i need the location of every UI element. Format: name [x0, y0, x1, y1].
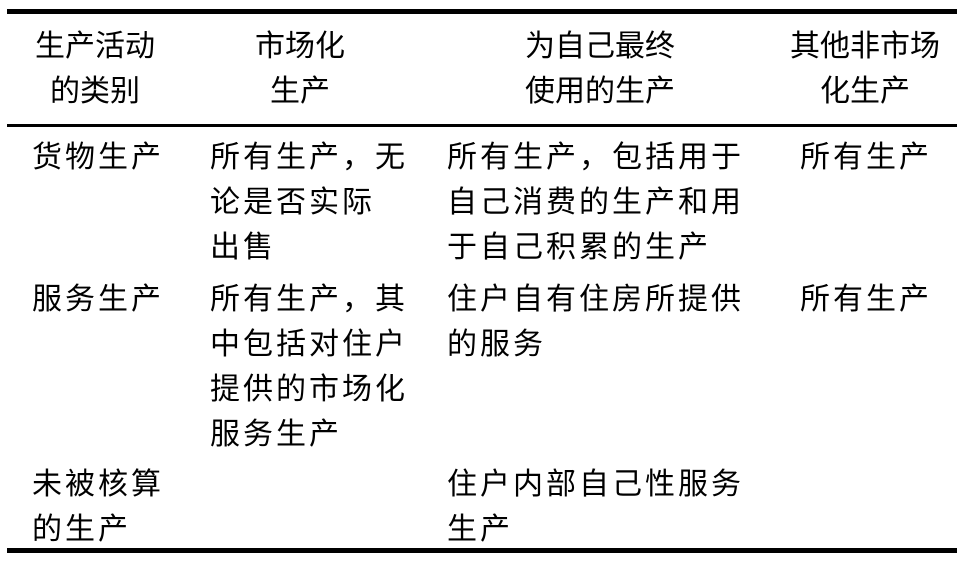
row-goods-market: 所有生产，无 论是否实际 出售: [210, 140, 408, 265]
header-own-final-use-production: 为自己最终 使用的生产: [525, 29, 675, 109]
row-unaccounted-own-use: 住户内部自己性服务 生产: [447, 467, 744, 547]
row-services-own-use: 住户自有住房所提供 的服务: [447, 282, 744, 362]
row-unaccounted-category: 未被核算 的生产: [32, 467, 164, 547]
row-services-market: 所有生产，其 中包括对住户 提供的市场化 服务生产: [210, 282, 408, 452]
table-header-rule: [7, 124, 957, 127]
table-top-rule: [7, 9, 957, 14]
row-goods-other-non-market: 所有生产: [800, 140, 932, 175]
row-goods-category: 货物生产: [32, 140, 164, 175]
header-other-non-market-production: 其他非市场 化生产: [790, 29, 940, 109]
table-bottom-rule: [7, 548, 957, 553]
row-services-other-non-market: 所有生产: [800, 282, 932, 317]
header-market-production: 市场化 生产: [255, 29, 345, 109]
header-category: 生产活动 的类别: [35, 29, 155, 109]
row-services-category: 服务生产: [32, 282, 164, 317]
row-goods-own-use: 所有生产，包括用于 自己消费的生产和用 于自己积累的生产: [447, 140, 744, 265]
